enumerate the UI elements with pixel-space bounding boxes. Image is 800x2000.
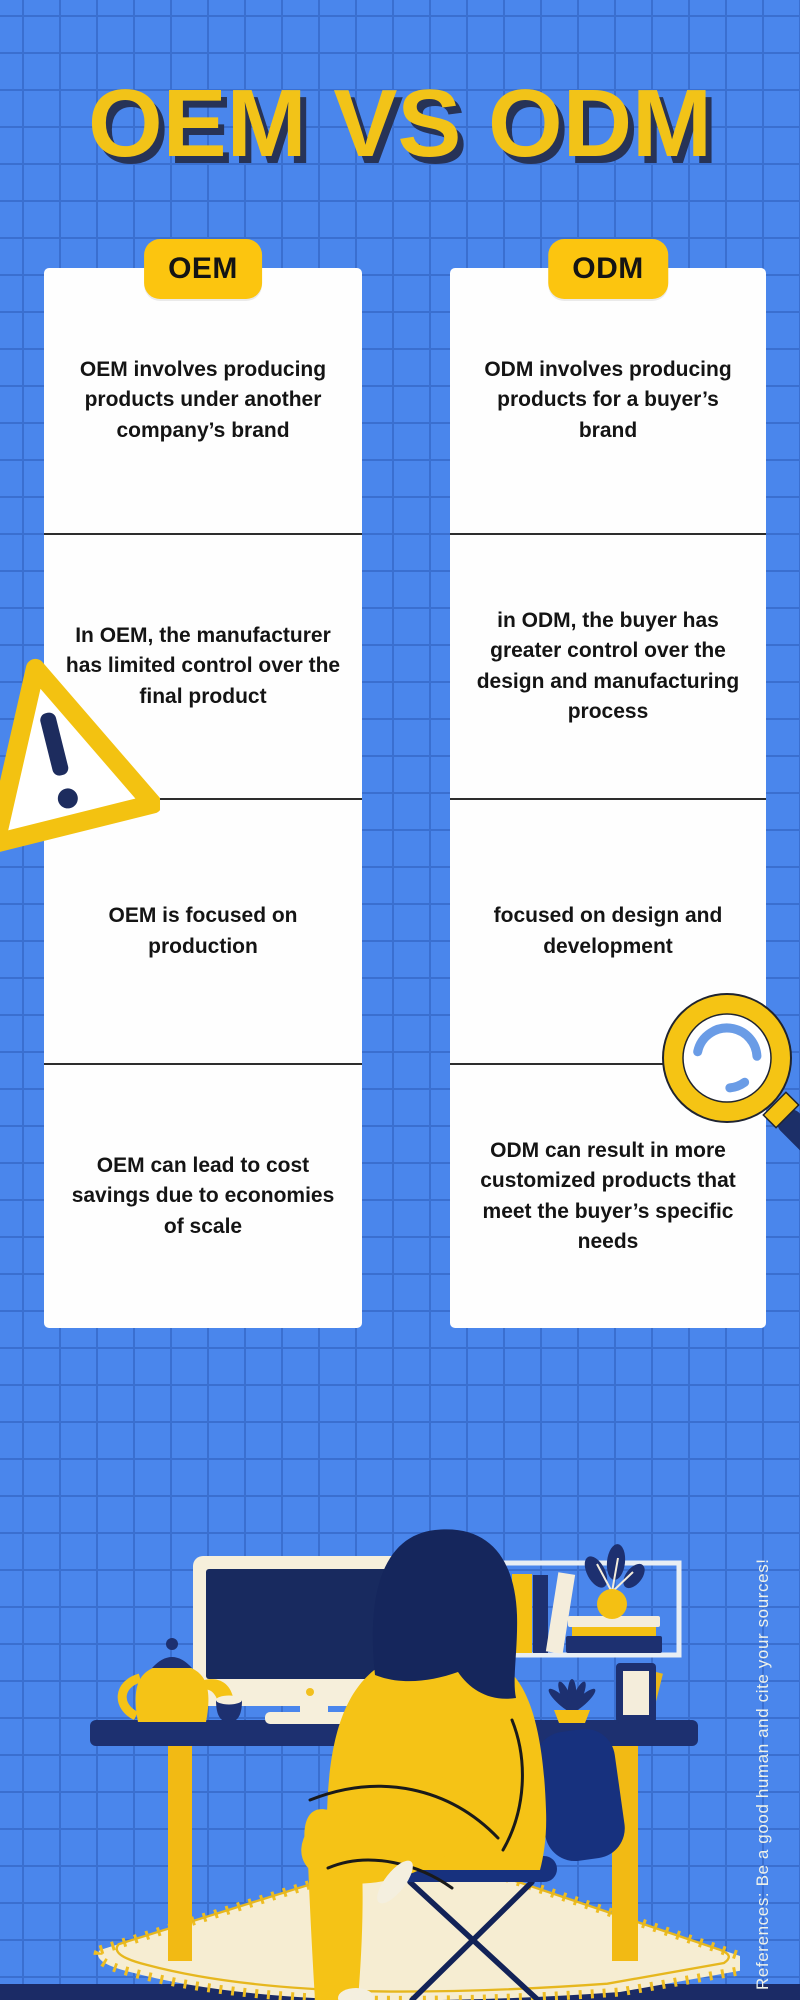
odm-column-card: ODM involves producing products for a bu…	[450, 268, 766, 1328]
odm-badge: ODM	[548, 239, 668, 299]
cactus-plant	[548, 1679, 596, 1723]
shoe	[377, 1860, 413, 1904]
oem-row-4: OEM can lead to cost savings due to econ…	[44, 1063, 362, 1328]
odm-row-3: focused on design and development	[450, 798, 766, 1063]
odm-row-2: in ODM, the buyer has greater control ov…	[450, 533, 766, 798]
reference-note: References: Be a good human and cite you…	[753, 1558, 772, 1990]
foot	[338, 1988, 374, 2000]
picture-frame	[616, 1663, 663, 1723]
rug	[93, 1859, 754, 2000]
magnifying-glass-icon	[650, 980, 800, 1190]
oem-badge: OEM	[144, 239, 262, 299]
warning-triangle-icon	[0, 642, 163, 853]
oem-row-3: OEM is focused on production	[44, 798, 362, 1063]
odm-row-4: ODM can result in more customized produc…	[450, 1063, 766, 1328]
desk-leg-left	[168, 1746, 192, 1961]
person-at-desk-illustration	[60, 1520, 754, 2000]
oem-row-1: OEM involves producing products under an…	[79, 357, 327, 442]
wall-shelf	[500, 1544, 682, 1658]
oem-row-2: In OEM, the manufacturer has limited con…	[44, 533, 362, 798]
odm-row-1: ODM involves producing products for a bu…	[484, 357, 732, 442]
person	[301, 1529, 547, 2000]
page-title: OEM VS ODM	[87, 70, 713, 177]
teacup	[216, 1695, 242, 1722]
